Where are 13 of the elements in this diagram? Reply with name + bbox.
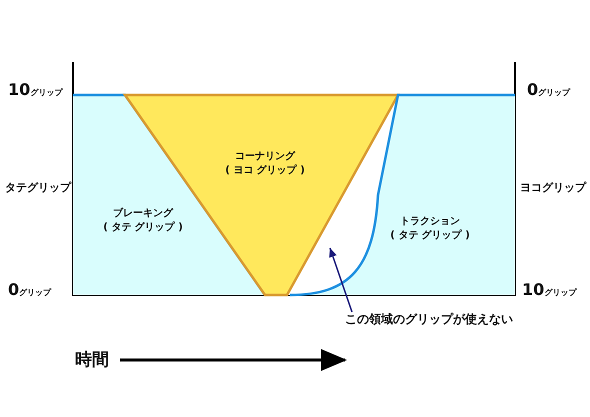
region-label: コーナリング ( ヨコ グリップ ) [224,150,306,178]
axis-value: 10グリップ [522,280,576,299]
axis-title: ヨコグリップ [520,180,586,195]
axis-title: タテグリップ [5,180,71,195]
annotation-text: この領域のグリップが使えない [345,312,513,326]
braking-region [73,95,265,295]
region-label: ブレーキング ( タテ グリップ ) [102,207,184,235]
axis-value: 0グリップ [527,80,570,99]
leader-line [329,248,353,312]
axis-value: 0グリップ [8,280,52,299]
region-label: トラクション ( タテ グリップ ) [389,215,471,243]
axis-value: 10グリップ [8,80,62,99]
axis-title: 時間 [75,349,109,371]
